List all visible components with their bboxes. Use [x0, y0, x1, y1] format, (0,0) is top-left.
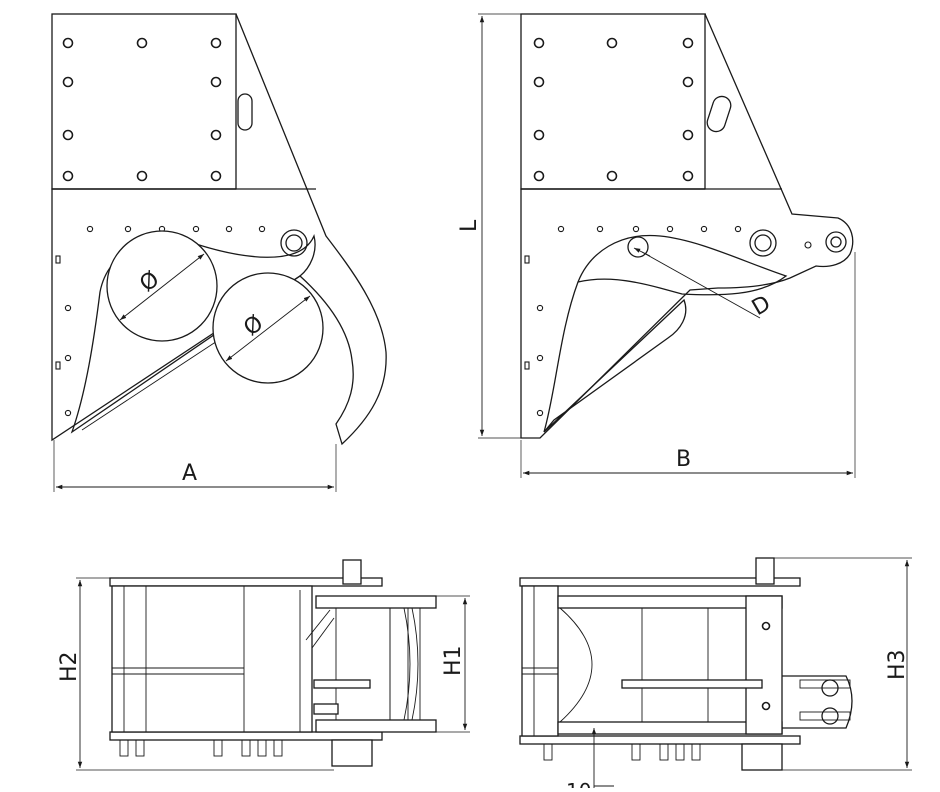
link-bracket — [782, 675, 853, 729]
frame-top-plate — [109, 577, 383, 587]
link-pin-inner — [830, 236, 842, 248]
plate-bolt-holes — [62, 37, 222, 182]
frame-bottom-plate — [519, 735, 801, 745]
adjust-slot — [706, 95, 732, 133]
dimension-h1-label: H1 — [441, 645, 466, 676]
dimension-a-label: A — [182, 461, 197, 486]
frame-body — [111, 585, 313, 733]
pivot-inner — [285, 234, 303, 252]
pivot-outer — [749, 229, 777, 257]
housing-outline — [520, 13, 854, 439]
bottom-bolts — [543, 743, 701, 761]
roller-concave — [559, 607, 593, 723]
bottom-pin — [331, 739, 373, 767]
frame-bottom-plate — [109, 731, 383, 741]
jaw-pin — [627, 236, 649, 258]
dimension-h2-label: H2 — [57, 651, 82, 682]
dimension-b-label: B — [676, 447, 691, 472]
link-pin-outer — [825, 231, 847, 253]
frame-top-plate — [519, 577, 801, 587]
top-view-left: H2 H1 — [57, 559, 470, 771]
dimension-l-label: L — [457, 219, 482, 232]
dimension-d-label: D — [748, 291, 775, 321]
dimension-partial-label: 10 — [566, 779, 591, 788]
side-view-left: Ø Ø A — [51, 13, 387, 492]
top-pin — [755, 557, 775, 585]
dimension-h3-label: H3 — [885, 649, 910, 680]
frame-holes — [55, 225, 266, 417]
adjust-slot — [237, 93, 253, 131]
bottom-bolts — [119, 739, 283, 757]
top-view-right: H3 10 — [519, 557, 912, 792]
pivot-outer — [280, 229, 308, 257]
lower-arm — [543, 298, 687, 433]
upper-jaw — [543, 234, 788, 433]
frame-holes — [524, 225, 742, 417]
top-pin — [342, 559, 362, 585]
plate-bolt-holes — [533, 37, 694, 182]
bottom-pin — [741, 743, 783, 771]
housing-outline — [51, 13, 387, 446]
side-view-right: D L B — [457, 13, 856, 478]
frame-body — [521, 585, 559, 737]
pivot-inner — [754, 234, 772, 252]
